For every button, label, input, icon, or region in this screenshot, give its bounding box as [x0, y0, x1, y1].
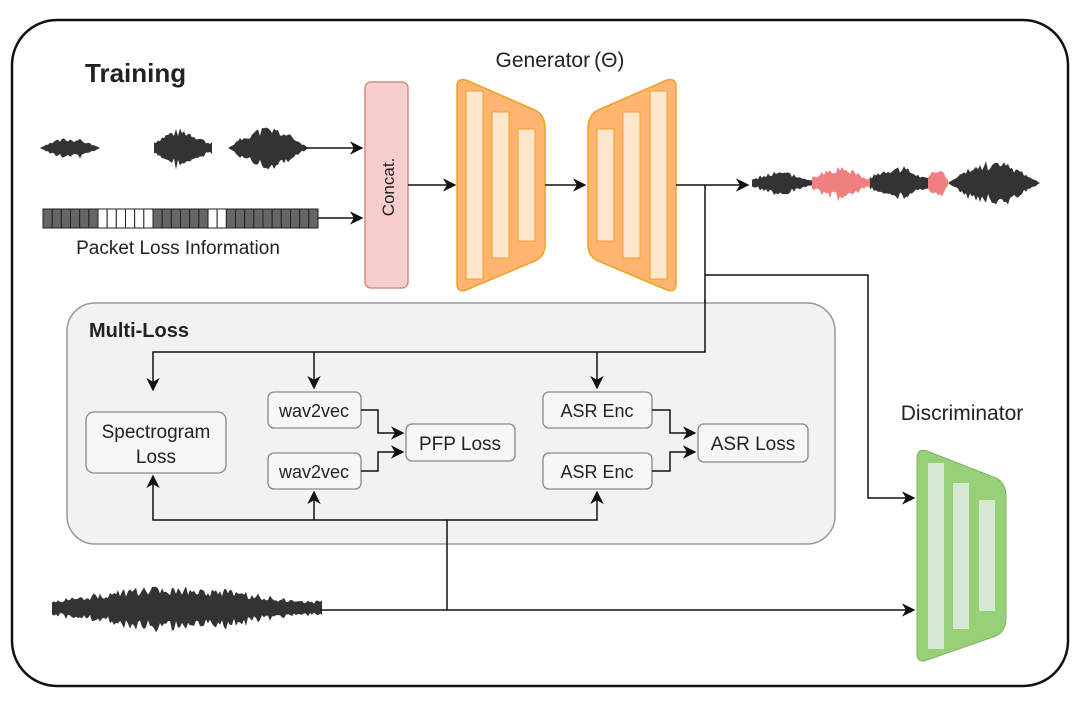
asr-enc-bottom-label: ASR Enc — [560, 462, 633, 482]
wav2vec-bottom-label: wav2vec — [278, 462, 349, 482]
packet-cell-received — [271, 208, 282, 229]
waveform-segment — [948, 161, 1040, 205]
packet-cell-lost — [216, 208, 227, 229]
arrow-wav2vec-bottom-to-pfp — [361, 445, 405, 472]
wav2vec-top-label: wav2vec — [278, 401, 349, 421]
asr-loss-label: ASR Loss — [711, 434, 795, 455]
packet-cell-received — [170, 208, 181, 229]
generator-label: Generator(Θ) — [496, 49, 625, 72]
arrow-output-route — [146, 300, 706, 392]
arrow-asrenc-top-to-asrloss — [652, 409, 697, 440]
clean-waveform — [52, 586, 322, 633]
arrow-asrenc-bottom-to-asrloss — [652, 445, 697, 472]
packet-cell-received — [225, 208, 236, 229]
input-waveform — [40, 127, 308, 170]
generator-encoder — [456, 78, 546, 292]
pfp-loss-box — [405, 423, 516, 462]
packet-cell-lost — [125, 208, 136, 229]
arrow-wav2vec-top-to-pfp — [361, 409, 405, 440]
packet-cell-received — [189, 208, 200, 229]
spectrogram-loss-line1: Spectrogram — [102, 422, 211, 443]
arrow-output-to-discriminator — [705, 274, 916, 505]
packet-cell-received — [308, 208, 319, 229]
packet-cell-received — [280, 208, 292, 229]
packet-cell-received — [198, 208, 209, 229]
waveform-segment — [752, 171, 812, 195]
packet-cell-received — [152, 208, 163, 229]
packet-cell-received — [70, 208, 81, 229]
waveform-segment-concealed — [812, 166, 870, 202]
packet-cell-received — [60, 208, 71, 229]
packet-cell-lost — [207, 208, 218, 229]
packet-cell-received — [88, 208, 99, 229]
packet-cell-lost — [143, 208, 154, 229]
packet-cell-received — [253, 208, 264, 229]
multiloss-label: Multi-Loss — [89, 320, 189, 342]
discriminator-label: Discriminator — [901, 402, 1024, 425]
asr-loss-box — [697, 423, 809, 463]
spectrogram-loss-line2: Loss — [136, 447, 176, 468]
spectrogram-loss-box — [85, 411, 227, 474]
waveform-segment-concealed — [928, 171, 948, 197]
arrow-clean-to-asrenc-bottom — [447, 490, 604, 521]
packet-cell-received — [290, 208, 301, 229]
waveform-segment — [154, 128, 212, 170]
packet-cell-received — [79, 208, 90, 229]
packet-cell-received — [235, 208, 246, 229]
waveform-segment — [228, 127, 308, 170]
packet-loss-bar — [42, 208, 319, 229]
pfp-loss-label: PFP Loss — [419, 434, 501, 455]
discriminator — [916, 449, 1007, 662]
packet-cell-lost — [97, 208, 108, 229]
packet-cell-lost — [115, 208, 127, 229]
concat-label: Concat. — [379, 158, 398, 217]
waveform-segment — [40, 138, 100, 159]
packet-loss-label: Packet Loss Information — [76, 238, 280, 259]
packet-cell-received — [262, 208, 273, 229]
packet-cell-received — [42, 208, 53, 229]
training-title: Training — [85, 58, 186, 88]
packet-cell-lost — [134, 208, 145, 229]
packet-cell-lost — [106, 208, 117, 229]
packet-cell-received — [299, 208, 310, 229]
waveform-segment — [870, 166, 928, 200]
asr-enc-top-label: ASR Enc — [560, 401, 633, 421]
packet-cell-received — [161, 208, 172, 229]
packet-cell-received — [51, 208, 62, 229]
packet-cell-received — [180, 208, 191, 229]
arrow-clean-to-spectrogram — [146, 474, 448, 610]
generator-decoder — [587, 78, 677, 292]
output-waveform — [752, 161, 1040, 205]
packet-cell-received — [244, 208, 255, 229]
